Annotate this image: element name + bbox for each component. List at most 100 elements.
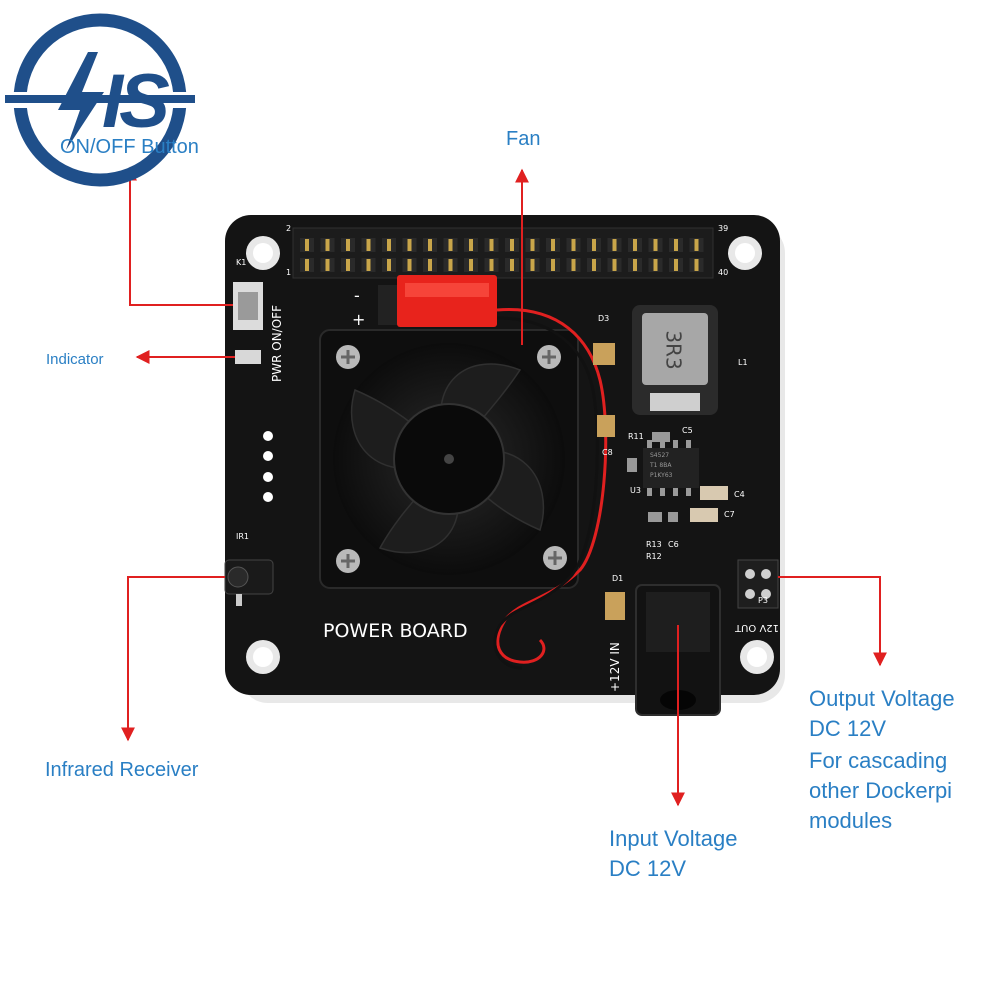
gpio-pin-metal [674, 259, 678, 271]
gpio-pin-metal [571, 259, 576, 271]
smd-components [593, 343, 728, 620]
voltage-regulator-chip [643, 440, 699, 496]
gpio-pin-metal [612, 259, 617, 271]
gpio-pin-metal [448, 259, 453, 271]
gpio-pin-metal [428, 239, 432, 251]
power-switch [233, 282, 263, 330]
on-off-button-label: ON/OFF Button [60, 136, 199, 158]
silkscreen-label: C5 [682, 426, 693, 435]
gpio-pin-metal [510, 239, 514, 251]
switch-label: PWR ON/OFF [270, 305, 284, 382]
fan-screw [543, 546, 567, 570]
gpio-pin-metal [592, 239, 596, 251]
silkscreen-label: R13 [646, 540, 662, 549]
input-label: +12V IN [608, 642, 622, 692]
gpio-pin-metal [633, 239, 637, 251]
inductor-marking: 3R3 [661, 330, 686, 370]
chip-marking-2: T1 8BA [650, 462, 672, 469]
annotation-arrows [121, 166, 887, 807]
mounting-hole [246, 236, 280, 270]
svg-text:-: - [354, 286, 360, 305]
gpio-pin-metal [407, 239, 412, 251]
indicator-label: Indicator [46, 351, 104, 368]
gpio-pin-metal [407, 259, 412, 271]
silkscreen-label: R11 [628, 432, 644, 441]
output-voltage-arrow [778, 576, 887, 667]
gpio-pin-metal [346, 239, 350, 251]
silkscreen-label: C7 [724, 510, 735, 519]
mounting-hole [740, 640, 774, 674]
gpio-pin-metal [305, 239, 309, 251]
chip-marking-1: S4527 [650, 452, 670, 459]
cooling-fan [319, 329, 579, 589]
gpio-pin-metal [387, 239, 391, 251]
indicator-led [235, 350, 261, 364]
logo-text: IS [102, 59, 170, 144]
output-header [737, 559, 779, 609]
brand-logo [5, 13, 195, 187]
mounting-hole [246, 640, 280, 674]
silkscreen-label: P3 [758, 596, 768, 605]
silkscreen-label: U3 [630, 486, 641, 495]
silkscreen-label: 39 [718, 224, 729, 233]
silkscreen-label: R12 [646, 552, 662, 561]
gpio-pin-metal [551, 239, 555, 251]
gpio-pin-metal [674, 239, 678, 251]
infrared-receiver-label: Infrared Receiver [45, 759, 199, 781]
gpio-pin-metal [510, 259, 514, 271]
silkscreen-label: IR1 [236, 532, 250, 541]
infrared-arrow [121, 576, 225, 742]
gpio-pin-metal [633, 259, 637, 271]
silkscreen-label: 1 [286, 268, 292, 277]
gpio-pin-metal [653, 259, 658, 271]
output-voltage-label-1: Output Voltage [809, 686, 955, 711]
silkscreen-label: D3 [598, 314, 610, 323]
gpio-pin-metal [530, 239, 535, 251]
gpio-pin-metal [612, 239, 617, 251]
silkscreen-label: L1 [738, 358, 748, 367]
gpio-pin-metal [366, 239, 371, 251]
svg-text:+: + [352, 310, 365, 329]
silkscreen-label: C6 [668, 540, 679, 549]
gpio-pin-metal [325, 239, 330, 251]
gpio-pin-metal [530, 259, 535, 271]
output-voltage-label-4: other Dockerpi [809, 778, 953, 803]
output-label: 12V OUT [735, 622, 780, 633]
board-title: POWER BOARD [323, 620, 468, 642]
mounting-hole [728, 236, 762, 270]
gpio-pin-metal [653, 239, 658, 251]
input-voltage-label-1: Input Voltage [609, 826, 738, 851]
infrared-receiver [224, 559, 274, 606]
chip-marking-3: P1KY63 [650, 472, 673, 479]
inductor-l1 [632, 305, 718, 415]
gpio-pin-metal [694, 239, 699, 251]
fan-connector [378, 275, 497, 327]
gpio-pin-metal [305, 259, 309, 271]
silkscreen-label: C4 [734, 490, 745, 499]
pcb-vias [263, 431, 273, 502]
gpio-pin-metal [469, 259, 473, 271]
gpio-pin-metal [489, 259, 494, 271]
output-voltage-label-2: DC 12V [809, 716, 887, 741]
fan-screw [336, 549, 360, 573]
output-voltage-label-3: For cascading [809, 748, 948, 773]
silkscreen-label: D1 [612, 574, 624, 583]
gpio-header [292, 227, 714, 279]
fan-polarity-marks: - + [352, 286, 365, 329]
gpio-pin-metal [387, 259, 391, 271]
gpio-pin-metal [571, 239, 576, 251]
gpio-pin-metal [428, 259, 432, 271]
fan-screw [537, 345, 561, 369]
input-voltage-label-2: DC 12V [609, 856, 687, 881]
output-voltage-label-5: modules [809, 808, 893, 833]
fan-wires [493, 308, 608, 670]
lightning-icon [58, 52, 104, 150]
gpio-pin-metal [592, 259, 596, 271]
silkscreen-label: K1 [236, 258, 247, 267]
gpio-pin-metal [489, 239, 494, 251]
gpio-pin-metal [346, 259, 350, 271]
fan-screw [336, 345, 360, 369]
silkscreen-label: 40 [718, 268, 729, 277]
silkscreen-label: C8 [602, 448, 613, 457]
